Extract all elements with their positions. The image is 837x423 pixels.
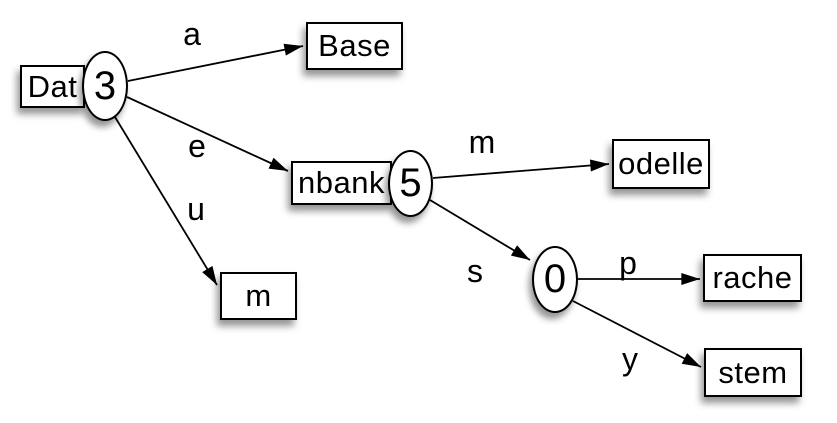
edge-label-a: a — [183, 16, 201, 52]
edge-nbank-odelle-arrow — [432, 159, 610, 179]
node-dat-counter-oval: 3 — [82, 51, 128, 121]
node-0-counter: 0 — [543, 257, 567, 301]
node-nbank-counter: 5 — [399, 161, 422, 205]
node-dat-box: Dat — [20, 65, 85, 108]
node-m-label: m — [245, 278, 272, 313]
edge-label-s: s — [467, 253, 483, 289]
edge-nbank-node0-arrow — [429, 199, 531, 261]
node-stem-box: stem — [704, 348, 802, 397]
node-nbank-counter-oval: 5 — [388, 150, 433, 217]
node-stem-label: stem — [718, 354, 788, 390]
node-odelle-label: odelle — [618, 146, 704, 181]
edge-dat-nbank-arrow — [126, 96, 289, 172]
node-rache-box: rache — [703, 254, 802, 302]
node-base-label: Base — [318, 28, 391, 63]
node-nbank-label: nbank — [298, 165, 385, 200]
edge-label-y: y — [622, 341, 638, 377]
node-base-box: Base — [306, 22, 403, 70]
edge-label-u: u — [187, 191, 205, 227]
edge-label-m: m — [468, 124, 496, 160]
node-nbank-box: nbank — [291, 161, 392, 205]
edge-dat-base-arrow — [127, 43, 304, 82]
node-dat-counter: 3 — [93, 63, 117, 108]
node-0-counter-oval: 0 — [532, 246, 578, 313]
node-dat-label: Dat — [27, 68, 78, 104]
edge-label-p: p — [619, 245, 637, 281]
node-rache-label: rache — [712, 260, 793, 295]
node-odelle-box: odelle — [612, 139, 710, 189]
node-m-box: m — [220, 272, 297, 320]
edge-label-e: e — [188, 128, 206, 164]
